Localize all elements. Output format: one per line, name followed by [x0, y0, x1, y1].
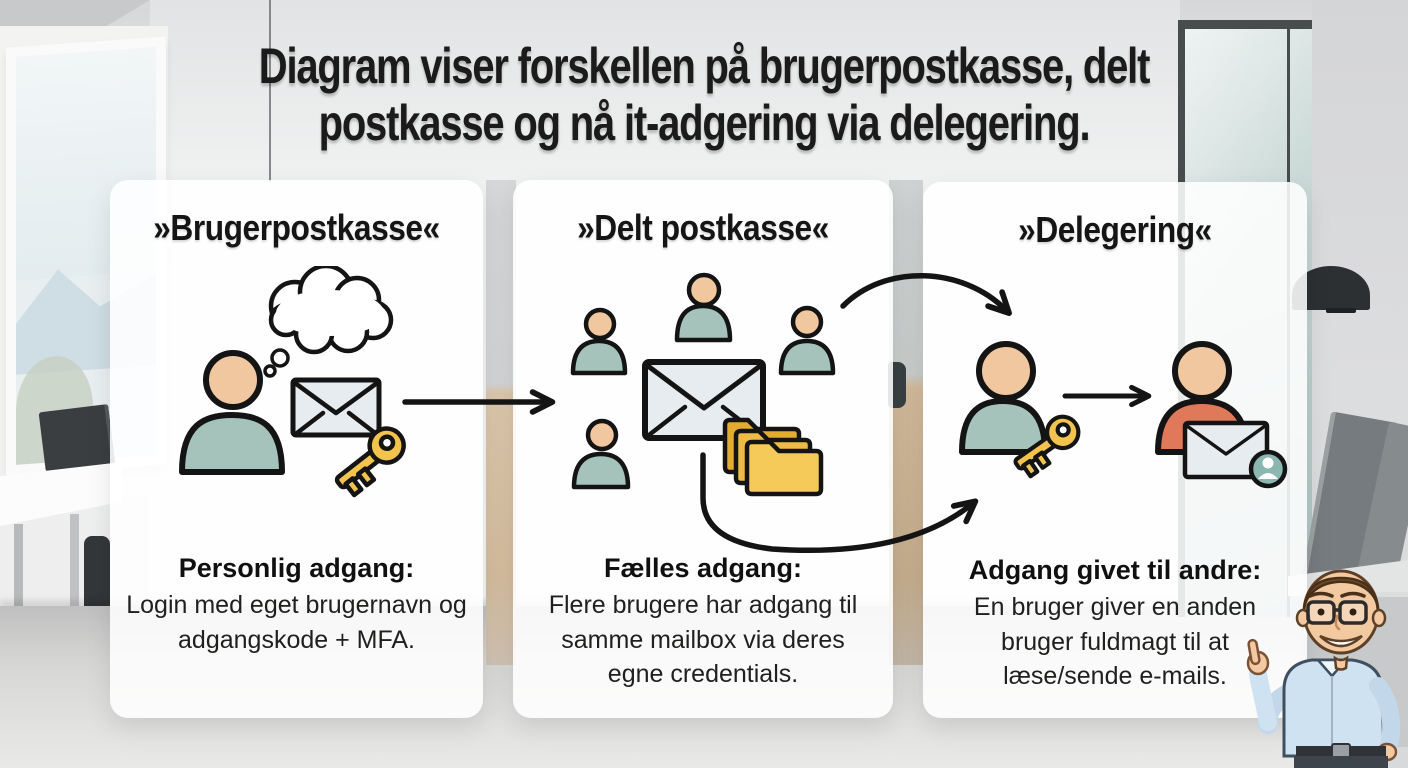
- card-delt-postkasse: »Delt postkasse«: [513, 180, 893, 718]
- card-description: Fælles adgang: Flere brugere har adgang …: [513, 550, 893, 692]
- desk-leg: [14, 524, 23, 662]
- card-header: »Delt postkasse«: [577, 207, 829, 248]
- person-icon: [570, 307, 628, 376]
- description-lead: Adgang givet til andre:: [968, 555, 1262, 585]
- belt-buckle: [1331, 743, 1351, 759]
- description-body: Login med eget brugernavn og adgangskode…: [126, 591, 467, 654]
- delegation-illustration: [959, 341, 1288, 489]
- card-description: Adgang givet til andre: En bruger giver …: [923, 552, 1307, 694]
- desk-monitor-left: [38, 403, 116, 473]
- card-description: Personlig adgang: Login med eget brugern…: [110, 550, 483, 657]
- wood-pillar: [889, 180, 923, 665]
- description-body: Flere brugere har adgang til samme mailb…: [548, 591, 858, 689]
- card-header: »Delegering«: [1018, 209, 1212, 250]
- ceiling-cable: [269, 0, 271, 182]
- folder-stack-icon: [722, 417, 824, 497]
- person-icon: [179, 350, 285, 475]
- wood-pillar: [486, 180, 516, 665]
- card-delegering: »Delegering«: [923, 182, 1307, 718]
- card-brugerpostkasse: »Brugerpostkasse«: [110, 180, 483, 718]
- shared-mailbox-illustration: [570, 272, 836, 497]
- desk-leg: [70, 514, 79, 640]
- diagram-title: Diagram viser forskellen på brugerpostka…: [200, 38, 1208, 151]
- envelope-icon: [290, 377, 382, 438]
- description-lead: Fælles adgang:: [603, 553, 803, 583]
- card-header: »Brugerpostkasse«: [153, 207, 440, 248]
- person-icon: [778, 305, 836, 376]
- user-mailbox-illustration: [179, 266, 406, 498]
- description-body: En bruger giver en anden bruger fuldmagt…: [973, 593, 1257, 691]
- presenter-head: [1295, 569, 1387, 671]
- presenter-character: [1246, 569, 1401, 768]
- pants: [1294, 756, 1388, 768]
- thought-bubble-icon: [263, 266, 394, 378]
- description-lead: Personlig adgang:: [178, 553, 415, 583]
- envelope-user-icon: [1182, 420, 1288, 489]
- person-icon: [674, 272, 733, 343]
- person-icon: [571, 418, 631, 490]
- key-icon: [1013, 414, 1081, 479]
- title-line-1: Diagram viser forskellen på brugerpostka…: [258, 38, 1151, 94]
- title-line-2: postkasse og nå it-adgering via delegeri…: [318, 94, 1091, 151]
- person-icon: [959, 341, 1048, 455]
- desk-lamp-base: [1326, 308, 1356, 313]
- key-icon: [334, 426, 406, 498]
